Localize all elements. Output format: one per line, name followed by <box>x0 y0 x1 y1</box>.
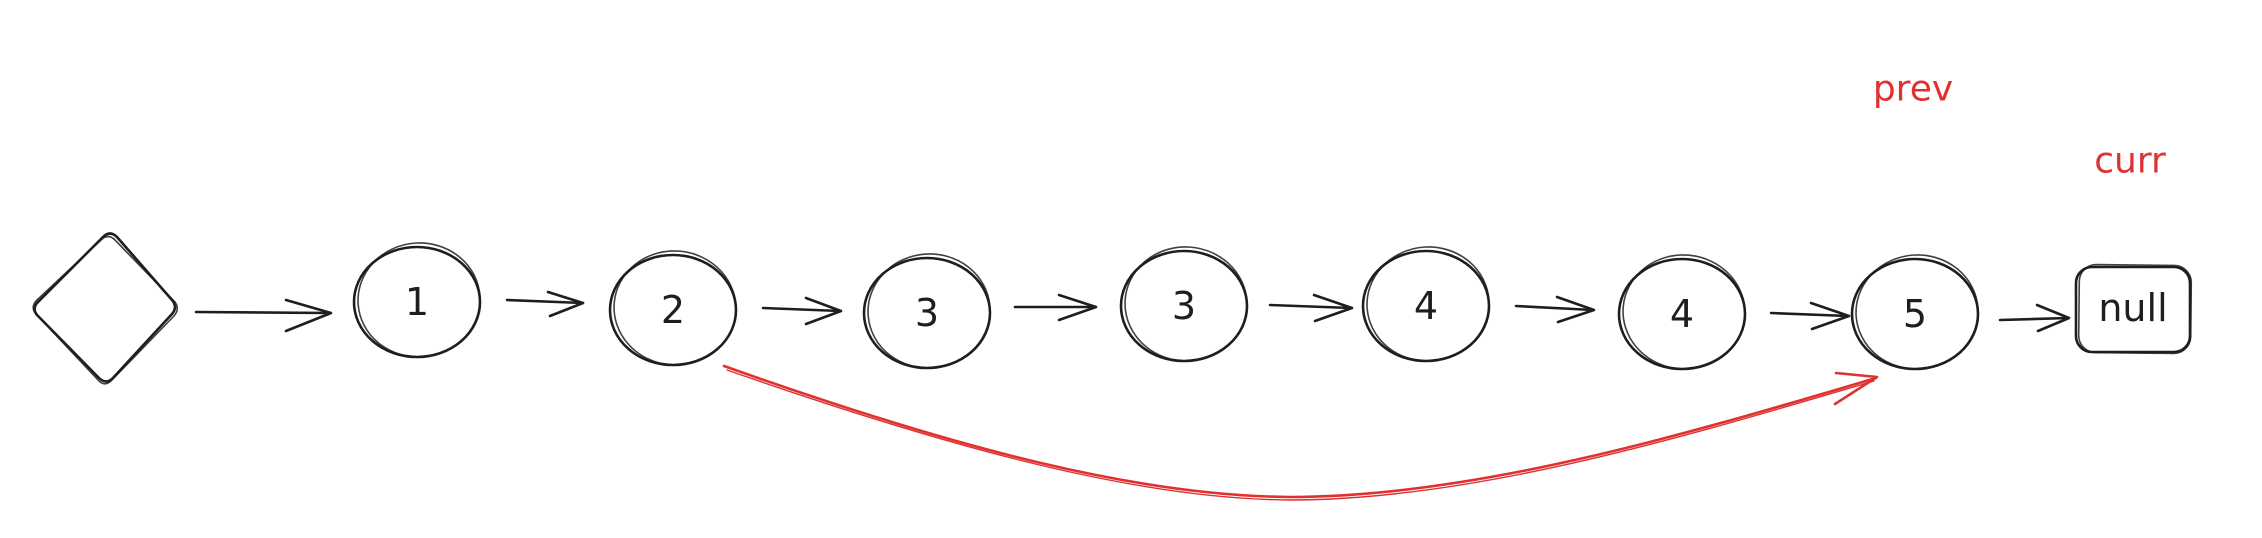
list-node-2: 2 <box>608 250 738 367</box>
edge-dummy-to-1 <box>194 298 333 333</box>
list-node-3b: 3 <box>1119 246 1249 363</box>
edge-4b-to-5 <box>1769 301 1851 331</box>
list-node-1: 1 <box>352 242 482 359</box>
dummy-head-node <box>32 232 179 385</box>
edge-4a-to-4b <box>1514 295 1596 324</box>
node-label: 2 <box>661 288 685 332</box>
edge-2-to-3a <box>761 296 843 326</box>
node-label: 3 <box>1172 284 1196 328</box>
list-node-4b: 4 <box>1617 254 1747 371</box>
null-node: null <box>2074 263 2193 355</box>
node-label: 5 <box>1903 292 1927 336</box>
edge-3b-to-4a <box>1268 293 1354 323</box>
node-label: 1 <box>405 280 429 324</box>
node-label: 3 <box>915 291 939 335</box>
list-node-4a: 4 <box>1361 246 1491 363</box>
prev-pointer-label: prev <box>1873 69 1953 110</box>
edge-5-to-null <box>1998 303 2071 333</box>
node-label: 4 <box>1414 284 1438 328</box>
node-label: null <box>2098 286 2167 330</box>
skip-edge-2-to-5 <box>722 364 1879 501</box>
node-label: 4 <box>1670 292 1694 336</box>
curr-pointer-label: curr <box>2094 141 2166 182</box>
edge-1-to-2 <box>505 290 585 318</box>
list-node-3a: 3 <box>862 253 992 370</box>
list-node-5: 5 <box>1850 254 1980 371</box>
edge-3a-to-3b <box>1013 293 1098 322</box>
